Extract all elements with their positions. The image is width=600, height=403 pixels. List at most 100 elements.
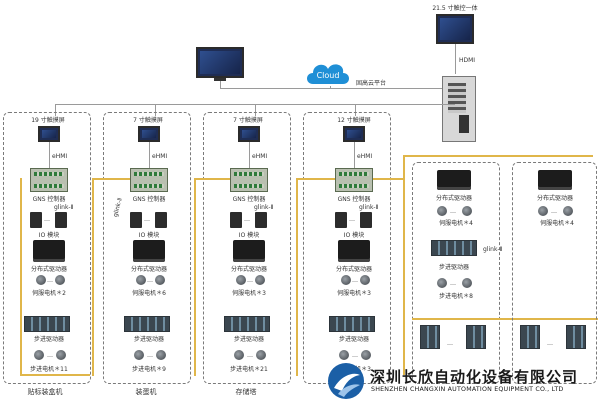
cloud-line-vert	[330, 86, 331, 89]
station-4-servo-motor-b	[360, 275, 370, 285]
station-3-drv-label: 分布式驱动器	[230, 266, 268, 273]
cloud-platform-label: 固高云平台	[356, 80, 387, 87]
station-2-step-motor-label: 步进电机＊9	[132, 366, 166, 373]
station-3-servo-motor-a	[236, 275, 246, 285]
right-a-motor-dots: …	[450, 208, 456, 215]
station-2-io-module-b	[155, 212, 167, 228]
right-a-step-dots: …	[450, 280, 456, 287]
hdmi-label: HDMI	[459, 57, 476, 64]
station-1-motor-dots: …	[47, 277, 53, 284]
right-a-step-label: 步进驱动器	[438, 264, 470, 271]
station-2-name: 装蛋机	[135, 388, 157, 396]
right-a-distributed-driver	[437, 170, 471, 190]
station-4-distributed-driver	[338, 240, 370, 262]
station-3-top-cable	[194, 178, 230, 180]
bus-drop-4	[355, 104, 356, 116]
station-1-hmi-label: eHMI	[52, 153, 68, 160]
station-2-io-label: IO 模块	[138, 232, 160, 239]
station-4-motor-dots: …	[352, 277, 358, 284]
station-1-screen-label: 19 寸触摸屏	[31, 117, 65, 124]
station-2-motor-dots: …	[147, 277, 153, 284]
station-1-glink-label: glink-Ⅱ	[54, 204, 74, 211]
station-1-touchscreen	[38, 126, 60, 142]
station-3-step-label: 步进驱动器	[233, 336, 265, 343]
bus-drop-3	[255, 104, 256, 116]
station-4-io-module-a	[335, 212, 347, 228]
station-2-top-cable	[92, 178, 130, 180]
station-4-stepper-driver	[329, 316, 375, 332]
station-3-step-dots: …	[247, 352, 253, 359]
station-1-glink-cable	[20, 178, 22, 374]
right-a-glink-label: glink-Ⅱ	[483, 246, 503, 253]
station-2-servo-motor-a	[136, 275, 146, 285]
station-3-screen-label: 7 寸触摸屏	[233, 117, 263, 124]
hdmi-cable	[455, 44, 456, 74]
right-a-servo-motor-a	[437, 206, 447, 216]
station-1-servo-motor-a	[36, 275, 46, 285]
station-4-step-motor-a	[339, 350, 349, 360]
station-3-distributed-driver	[233, 240, 265, 262]
station-1-step-label: 步进驱动器	[33, 336, 65, 343]
station-3-glink-label: glink-Ⅱ	[254, 204, 274, 211]
station-1-name: 贴标装盒机	[27, 388, 63, 396]
station-1-distributed-driver	[33, 240, 65, 262]
station-3-io-module-a	[230, 212, 242, 228]
station-1-step-motor-b	[56, 350, 66, 360]
right-b-io-block-2	[566, 325, 586, 349]
station-3-stepper-driver	[224, 316, 270, 332]
station-2-servo-motor-b	[155, 275, 165, 285]
right-a-top-cable	[403, 155, 493, 157]
station-box-1	[3, 112, 91, 384]
station-3-motor-label: 伺服电机＊3	[232, 290, 266, 297]
station-3-io-module-b	[255, 212, 267, 228]
station-1-drv-label: 分布式驱动器	[30, 266, 68, 273]
station-4-top-cable	[296, 178, 335, 180]
station-1-io-module-b	[55, 212, 67, 228]
station-3-hmi-cable	[249, 142, 250, 168]
right-box-a	[412, 162, 500, 384]
station-4-io-module-b	[360, 212, 372, 228]
station-1-hmi-cable	[49, 142, 50, 168]
cloud-line-left	[220, 88, 330, 89]
station-4-servo-motor-a	[341, 275, 351, 285]
station-4-touchscreen	[343, 126, 365, 142]
station-2-drv-label: 分布式驱动器	[130, 266, 168, 273]
station-1-io-label: IO 模块	[38, 232, 60, 239]
station-4-out-cable	[373, 178, 405, 180]
station-4-screen-label: 12 寸触摸屏	[337, 117, 371, 124]
station-4-down-cable	[403, 155, 405, 375]
right-a-stepper-driver	[431, 240, 477, 256]
right-b-distributed-driver	[538, 170, 572, 190]
station-box-3	[203, 112, 291, 384]
station-1-step-dots: …	[47, 352, 53, 359]
right-a-servo-motor-b	[462, 206, 472, 216]
station-4-glink-label: glink-Ⅱ	[359, 204, 379, 211]
station-1-io-dots: …	[44, 216, 50, 223]
right-box-b	[512, 162, 597, 384]
station-3-io-label: IO 模块	[238, 232, 260, 239]
station-1-ctrl-label: GNS 控制器	[32, 196, 66, 203]
station-2-gns-controller	[130, 168, 168, 192]
station-4-step-motor-b	[361, 350, 371, 360]
station-1-motor-label: 伺服电机＊2	[32, 290, 66, 297]
station-3-hmi-label: eHMI	[252, 153, 268, 160]
changxin-logo-icon	[328, 363, 364, 399]
station-3-glink-cable	[194, 178, 196, 376]
station-box-2	[103, 112, 191, 384]
station-2-step-dots: …	[147, 352, 153, 359]
station-3-step-motor-label: 步进电机＊21	[230, 366, 268, 373]
station-2-hmi-cable	[149, 142, 150, 168]
cloud-line-right	[330, 88, 458, 89]
station-2-touchscreen	[138, 126, 160, 142]
brand-name-en: SHENZHEN CHANGXIN AUTOMATION EQUIPMENT C…	[371, 386, 564, 393]
station-2-step-motor-b	[156, 350, 166, 360]
station-3-motor-dots: …	[247, 277, 253, 284]
station-3-io-dots: …	[244, 216, 250, 223]
station-4-step-dots: …	[352, 352, 358, 359]
station-4-io-dots: …	[349, 216, 355, 223]
station-2-motor-label: 伺服电机＊6	[132, 290, 166, 297]
right-b-servo-motor-b	[563, 206, 573, 216]
right-a-step-motor-label: 步进电机＊8	[439, 293, 473, 300]
station-2-glink-cable	[92, 178, 94, 376]
station-1-gns-controller	[30, 168, 68, 192]
